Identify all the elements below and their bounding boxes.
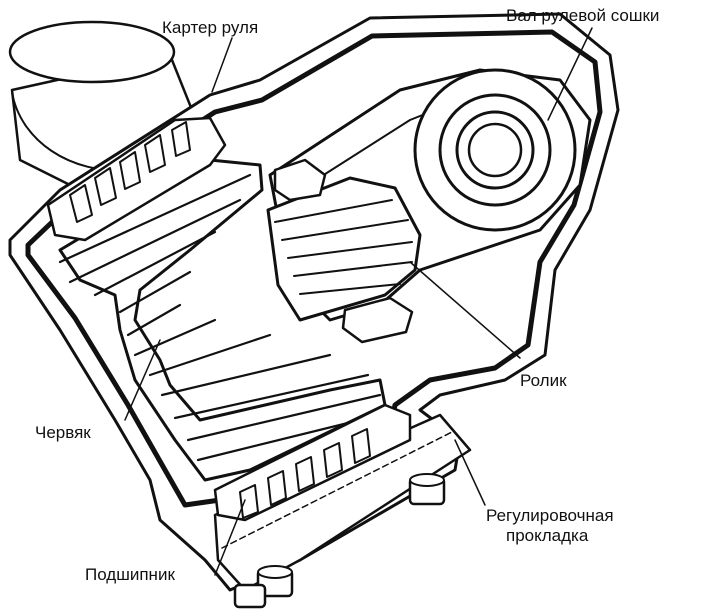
steering-column [8,20,202,192]
worm [58,158,387,482]
roller-nut-top [273,158,327,202]
label-rolik: Ролик [520,371,567,390]
upper-bearing [46,116,227,242]
label-podshipnik: Подшипник [85,565,175,584]
label-val: Вал рулевой сошки [506,6,659,25]
label-prokladka-line1: Регулировочная [486,506,614,525]
adjusting-shim-plate [213,413,472,609]
bolt [233,583,267,609]
leader-lines [124,27,593,576]
roller-nut-bottom [341,296,414,344]
sector-shaft [413,68,577,232]
bolt [256,565,294,598]
label-chervyak: Червяк [35,423,91,442]
bolt [408,473,446,506]
label-karter: Картер руля [162,18,258,37]
roller [266,158,422,344]
lower-bearing [213,403,412,522]
label-prokladka-line2: прокладка [506,526,589,545]
